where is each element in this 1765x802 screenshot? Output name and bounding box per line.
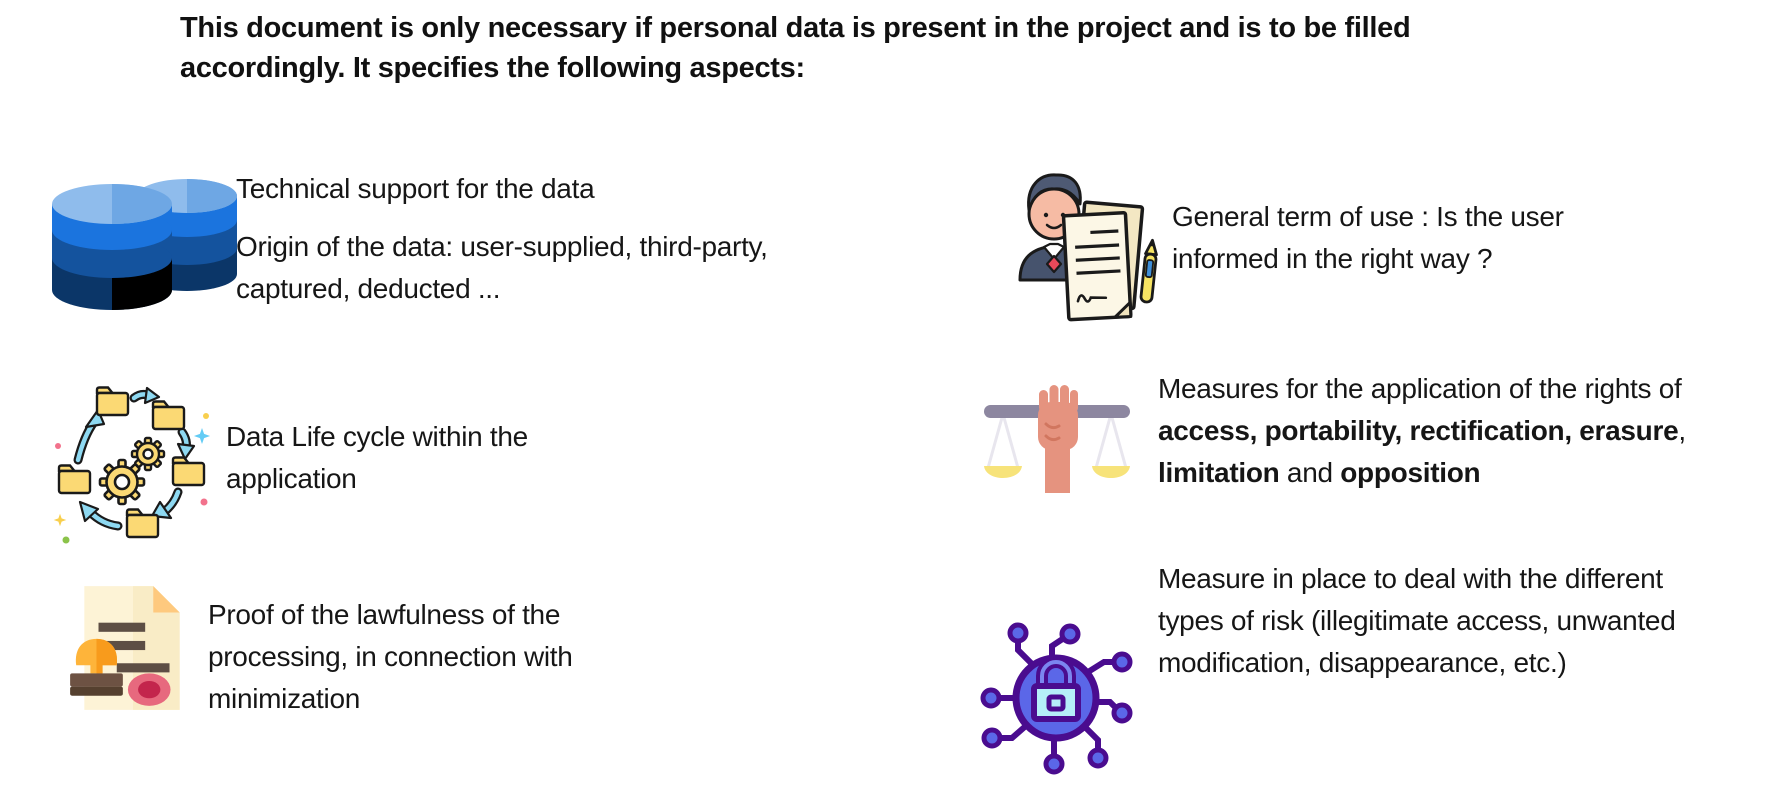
database-icon [50,162,240,314]
item-text-risk-measures: Measure in place to deal with the differ… [1158,558,1678,684]
item-paragraph: Data Life cycle within the application [226,421,528,494]
justice-scales-icon [982,378,1132,496]
justice-scales-icon-graphic [984,385,1130,493]
item-text-technical-support: Technical support for the data Origin of… [236,168,836,310]
contract-icon-graphic [1018,173,1158,322]
item-text-rights-measures: Measures for the application of the righ… [1158,368,1718,494]
contract-icon [1000,158,1175,333]
item-paragraph: Measure in place to deal with the differ… [1158,563,1676,678]
item-paragraph: General term of use : Is the user inform… [1172,201,1564,274]
slide-title: This document is only necessary if perso… [180,12,1411,84]
network-lock-icon-graphic [980,622,1133,775]
database-icon-graphic [52,179,237,310]
item-text-terms-of-use: General term of use : Is the user inform… [1172,196,1652,280]
item-paragraph: Measures for the application of the righ… [1158,373,1686,488]
item-paragraph: Proof of the lawfulness of the processin… [208,599,573,714]
item-text-data-life-cycle: Data Life cycle within the application [226,416,626,500]
network-lock-icon [972,612,1142,782]
stamp-icon-graphic [70,586,180,710]
item-paragraph: Origin of the data: user-supplied, third… [236,231,768,304]
item-paragraph: Technical support for the data [236,173,595,204]
data-cycle-icon [52,380,212,555]
item-text-lawfulness: Proof of the lawfulness of the processin… [208,594,648,720]
stamp-icon [62,574,204,716]
data-cycle-icon-graphic [53,386,211,544]
